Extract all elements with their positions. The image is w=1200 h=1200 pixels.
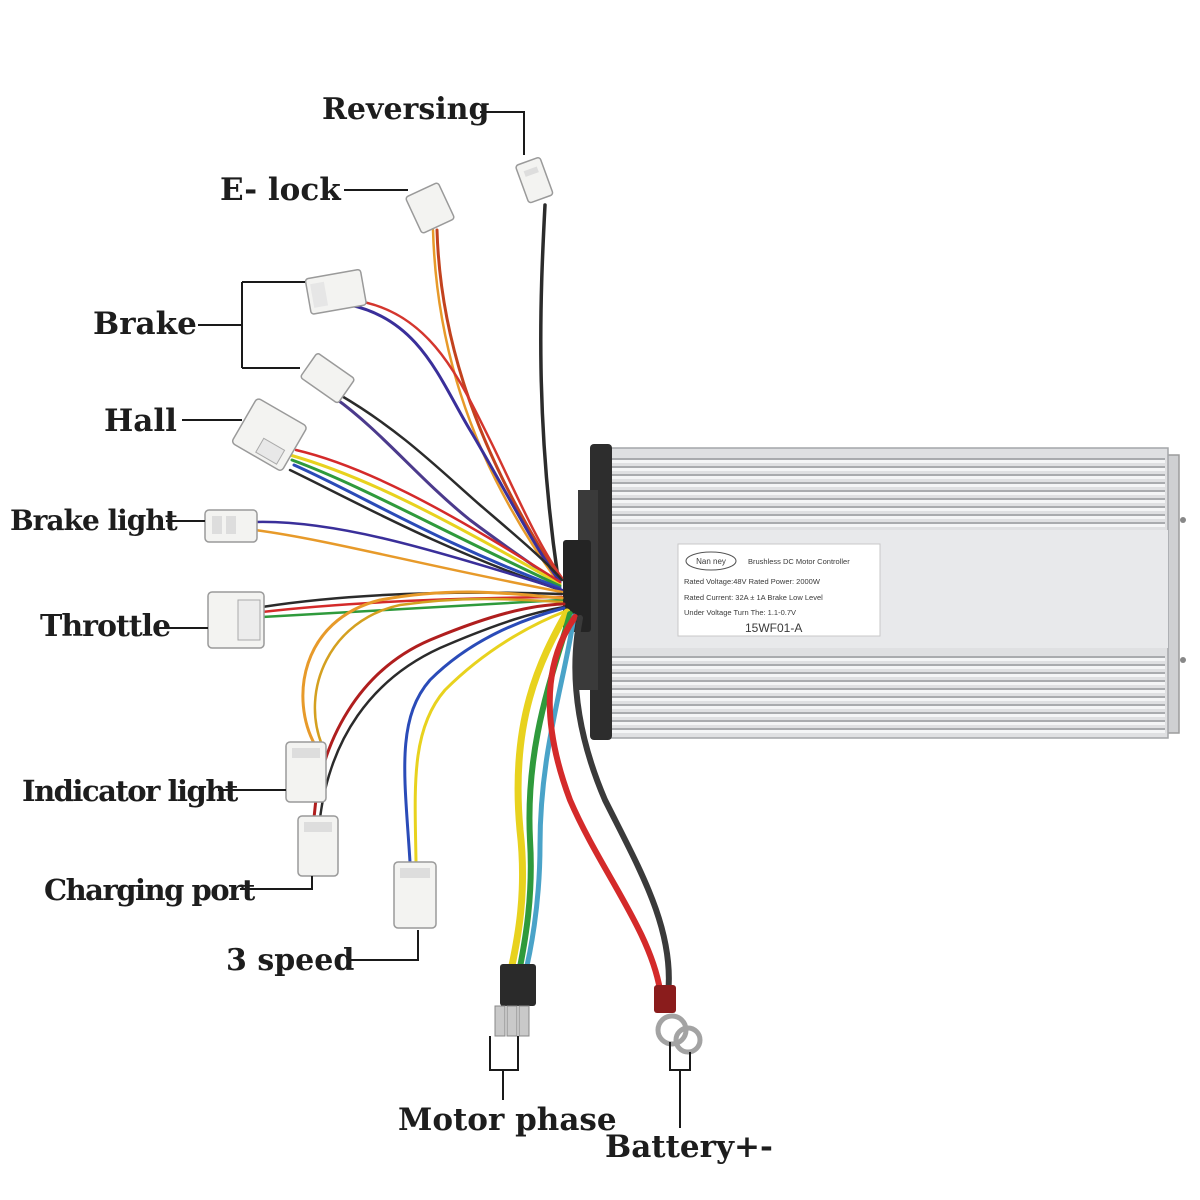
fin-highlight [610,484,1165,487]
label-throttle: Throttle [40,609,170,644]
throttle-connector [207,591,265,649]
leader-lines [160,111,691,1128]
fin-highlight [610,500,1165,503]
fin-line [610,498,1165,500]
label-motor-phase: Motor phase [398,1102,617,1138]
fin-highlight [610,706,1165,709]
fin-line [610,490,1165,492]
indicator-light-connector [285,741,327,803]
controller-box: Nan ney Brushless DC Motor Controller Ra… [563,444,1186,740]
fin-highlight [610,666,1165,669]
brake-connector-upper [304,268,367,315]
three-speed-connector [393,861,437,929]
fin-highlight [610,682,1165,685]
label-indicator-light: Indicator light [22,774,239,808]
connectors [204,156,703,1055]
fin-line [610,704,1165,706]
charging-port-connector [297,815,339,877]
sticker-line-3: Under Voltage Turn The: 1.1-0.7V [684,608,796,617]
label-hall: Hall [104,403,177,439]
fin-line [610,474,1165,476]
sticker-line-2: Rated Current: 32A ± 1A Brake Low Level [684,593,823,602]
hall-connector [231,398,307,471]
fin-line [610,506,1165,508]
fin-line [610,680,1165,682]
fin-line [610,514,1165,516]
cooling-fins-top [610,458,1165,527]
fin-highlight [610,508,1165,511]
label-brake-light: Brake light [10,504,178,537]
fin-line [610,466,1165,468]
fin-highlight [610,690,1165,693]
fin-line [610,712,1165,714]
fin-highlight [610,658,1165,661]
fin-highlight [610,524,1165,527]
sticker-title: Brushless DC Motor Controller [748,557,850,566]
fin-highlight [610,698,1165,701]
fin-highlight [610,468,1165,471]
label-battery: Battery+- [605,1129,773,1165]
label-three-speed: 3 speed [226,943,354,978]
fin-line [610,720,1165,722]
brake-connector-lower [300,353,355,404]
fin-highlight [610,460,1165,463]
brake-light-connector [204,509,258,543]
fin-highlight [610,674,1165,677]
fin-line [610,672,1165,674]
label-brake: Brake [93,306,197,342]
reversing-connector [515,156,554,204]
elock-connector [405,182,455,234]
fin-line [610,664,1165,666]
cooling-fins-bottom [610,656,1165,733]
fin-highlight [610,722,1165,725]
sticker-line-1: Rated Voltage:48V Rated Power: 2000W [684,577,821,586]
label-charging-port: Charging port [44,873,256,907]
label-elock: E- lock [220,172,342,208]
fin-line [610,696,1165,698]
motor-phase-terminals [494,964,536,1037]
fin-highlight [610,730,1165,733]
fin-line [610,656,1165,658]
fin-line [610,458,1165,460]
fin-line [610,728,1165,730]
controller-sticker: Nan ney Brushless DC Motor Controller Ra… [677,543,881,637]
fin-line [610,522,1165,524]
sticker-model: 15WF01-A [745,621,802,635]
sticker-logo: Nan ney [696,557,726,566]
fin-highlight [610,516,1165,519]
labels: Reversing E- lock Brake Hall Brake light… [10,92,773,1165]
fin-highlight [610,476,1165,479]
battery-ring-terminals [654,985,703,1055]
fin-highlight [610,714,1165,717]
fin-highlight [610,492,1165,495]
fin-line [610,688,1165,690]
wire-harness [253,203,672,998]
fin-line [610,482,1165,484]
label-reversing: Reversing [322,92,489,127]
